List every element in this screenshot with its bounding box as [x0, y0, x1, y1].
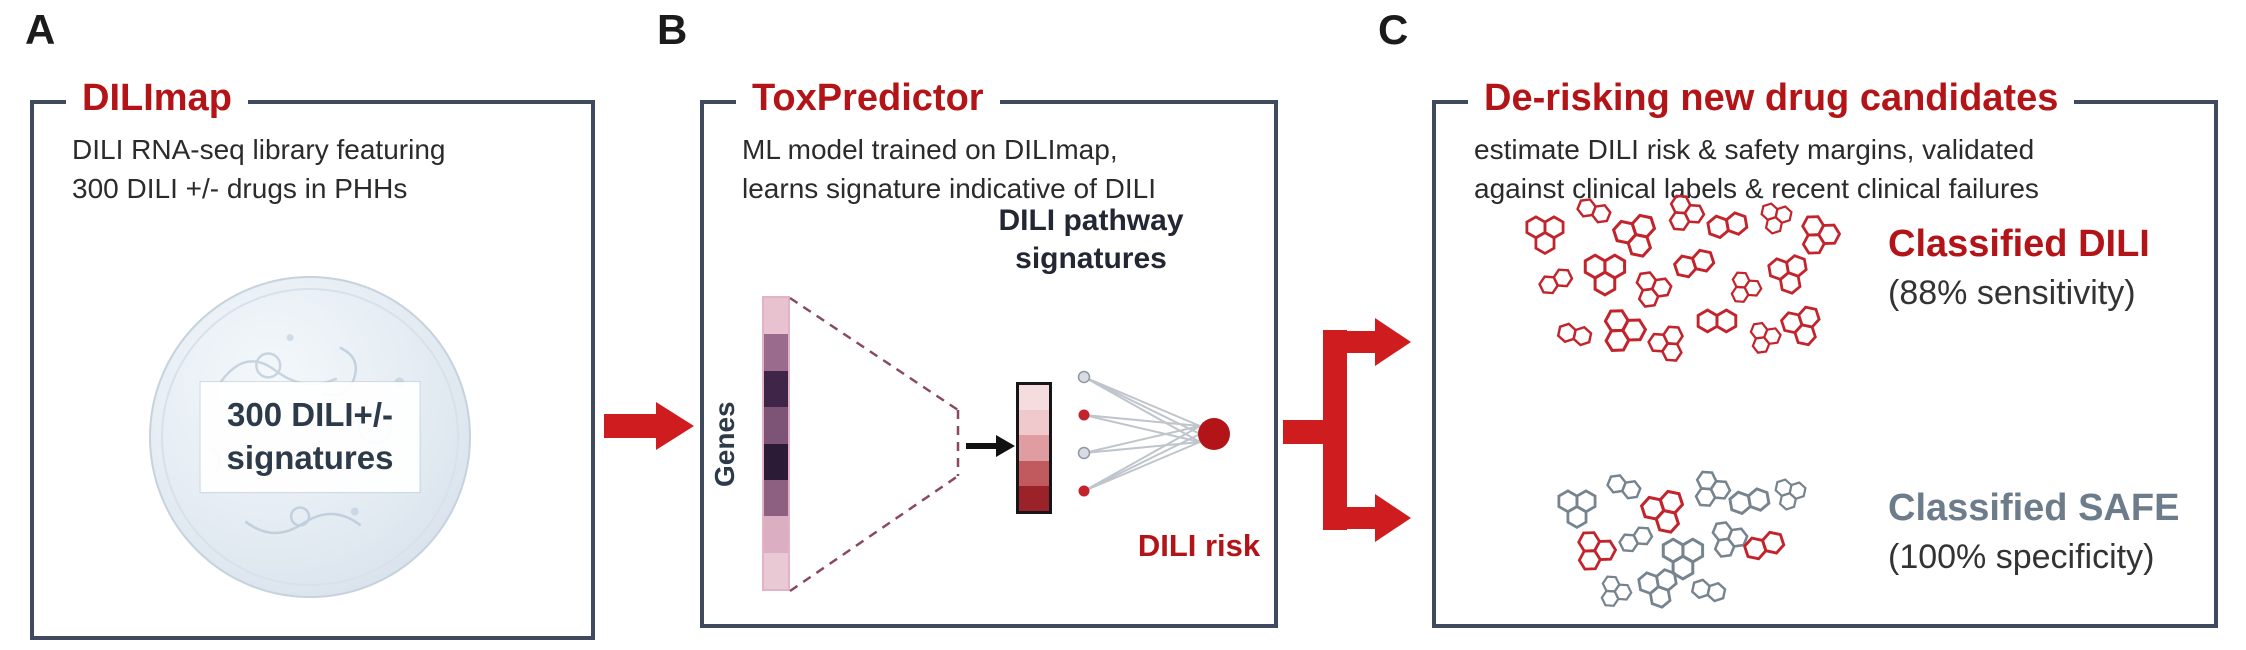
bar-segment [1019, 485, 1049, 512]
bar-segment [764, 370, 788, 408]
sensitivity-stat: (88% sensitivity) [1888, 273, 2136, 312]
bar-segment [764, 516, 788, 553]
dish-artwork [209, 334, 405, 535]
molecule-icon [1787, 209, 1848, 268]
signatures-label-line1: 300 DILI+/- [227, 396, 393, 434]
dili-risk-label: DILI risk [1137, 528, 1261, 563]
bar-segment [764, 552, 788, 589]
panel-a-desc-line1: DILI RNA-seq library featuring [72, 134, 446, 165]
molecule-icon [1684, 576, 1732, 620]
bar-segment [1019, 410, 1049, 436]
molecule-icon [1566, 193, 1618, 242]
panel-b-description: ML model trained on DILImap, learns sign… [742, 130, 1156, 208]
molecule-icon [1700, 516, 1754, 567]
panel-a-desc-line2: 300 DILI +/- drugs in PHHs [72, 173, 408, 205]
petri-dish-image: 300 DILI+/- signatures [149, 276, 471, 598]
pathway-label-line2: signatures [1015, 241, 1167, 275]
neural-network-diagram [1077, 370, 1230, 497]
bar-segment [764, 334, 788, 371]
molecule-icon [1681, 464, 1738, 520]
molecule-icon [1754, 200, 1797, 240]
panel-c-description: estimate DILI risk & safety margins, val… [1474, 130, 2039, 208]
molecule-icon [1533, 263, 1586, 314]
genes-heatmap-bar [762, 296, 790, 591]
molecule-icon [1668, 244, 1728, 300]
panel-a-dilimap: DILImap DILI RNA-seq library featuring 3… [30, 77, 595, 640]
molecule-icon [1563, 525, 1624, 584]
molecule-icon [1634, 485, 1697, 544]
classified-safe-block: Classified SAFE (100% specificity) [1888, 486, 2179, 577]
molecule-icon [1702, 208, 1758, 259]
panel-c-title: De-risking new drug candidates [1468, 77, 2075, 120]
arrow-b-to-c-branch [1283, 318, 1411, 542]
genes-axis-label: Genes [709, 401, 740, 487]
classified-dili-label: Classified DILI [1888, 223, 2150, 265]
molecule-icon [1580, 253, 1631, 298]
molecule-icon [1655, 188, 1712, 244]
panel-c-derisking: De-risking new drug candidates estimate … [1432, 77, 2218, 628]
panel-b-letter: B [657, 6, 688, 53]
molecule-icon [1554, 489, 1601, 531]
specificity-stat: (100% specificity) [1888, 537, 2155, 576]
molecule-icon [1740, 318, 1787, 363]
molecule-icon [1642, 319, 1697, 372]
molecule-icon [1633, 565, 1687, 614]
molecule-icon [1550, 320, 1598, 364]
pathway-label-line1: DILI pathway [998, 204, 1184, 237]
molecule-icon [1588, 302, 1654, 366]
panel-a-description: DILI RNA-seq library featuring 300 DILI … [72, 130, 445, 208]
molecule-icon [1719, 266, 1768, 314]
panel-c-desc-line1: estimate DILI risk & safety margins, val… [1474, 134, 2035, 165]
molecule-icon [1775, 301, 1833, 355]
bar-segment [1019, 385, 1049, 411]
signatures-label: 300 DILI+/- signatures [200, 382, 420, 492]
bar-segment [764, 479, 788, 517]
panel-a-letter: A [25, 6, 56, 53]
bar-segment [764, 443, 788, 480]
molecule-icon [1589, 570, 1638, 618]
molecule-icon [1624, 266, 1678, 317]
molecule-icon [1724, 484, 1780, 535]
panel-b-title: ToxPredictor [736, 77, 1000, 120]
classified-dili-block: Classified DILI (88% sensitivity) [1888, 222, 2150, 313]
panel-b-desc-line2: learns signature indicative of DILI [742, 173, 1156, 205]
bar-segment [764, 407, 788, 444]
bar-segment [764, 298, 788, 335]
molecule-icon [1522, 215, 1569, 257]
bar-segment [1019, 460, 1049, 486]
dili-molecule-cluster [1518, 193, 1858, 416]
pathway-signatures-label: DILI pathway signatures [966, 202, 1216, 277]
arrow-a-to-b [604, 402, 694, 450]
molecule-icon [1768, 476, 1811, 516]
safe-molecule-cluster [1548, 470, 1848, 636]
panel-b-toxpredictor: ToxPredictor ML model trained on DILImap… [700, 77, 1278, 628]
panel-a-title: DILImap [66, 77, 248, 120]
molecule-icon [1596, 469, 1648, 518]
molecule-icon [1738, 526, 1798, 582]
signatures-label-line2: signatures [226, 439, 394, 476]
molecule-icon [1606, 209, 1669, 268]
panel-c-letter: C [1378, 6, 1409, 53]
molecule-icon [1613, 521, 1666, 572]
bar-segment [1019, 435, 1049, 461]
molecule-icon [1658, 537, 1709, 582]
panel-b-desc-line1: ML model trained on DILImap, [742, 134, 1118, 165]
panel-c-desc-line2: against clinical labels & recent clinica… [1474, 173, 2039, 205]
molecule-icon [1763, 251, 1817, 300]
signature-heatmap-bar [1016, 382, 1052, 514]
molecule-icon [1693, 308, 1742, 351]
classified-safe-label: Classified SAFE [1888, 487, 2180, 529]
